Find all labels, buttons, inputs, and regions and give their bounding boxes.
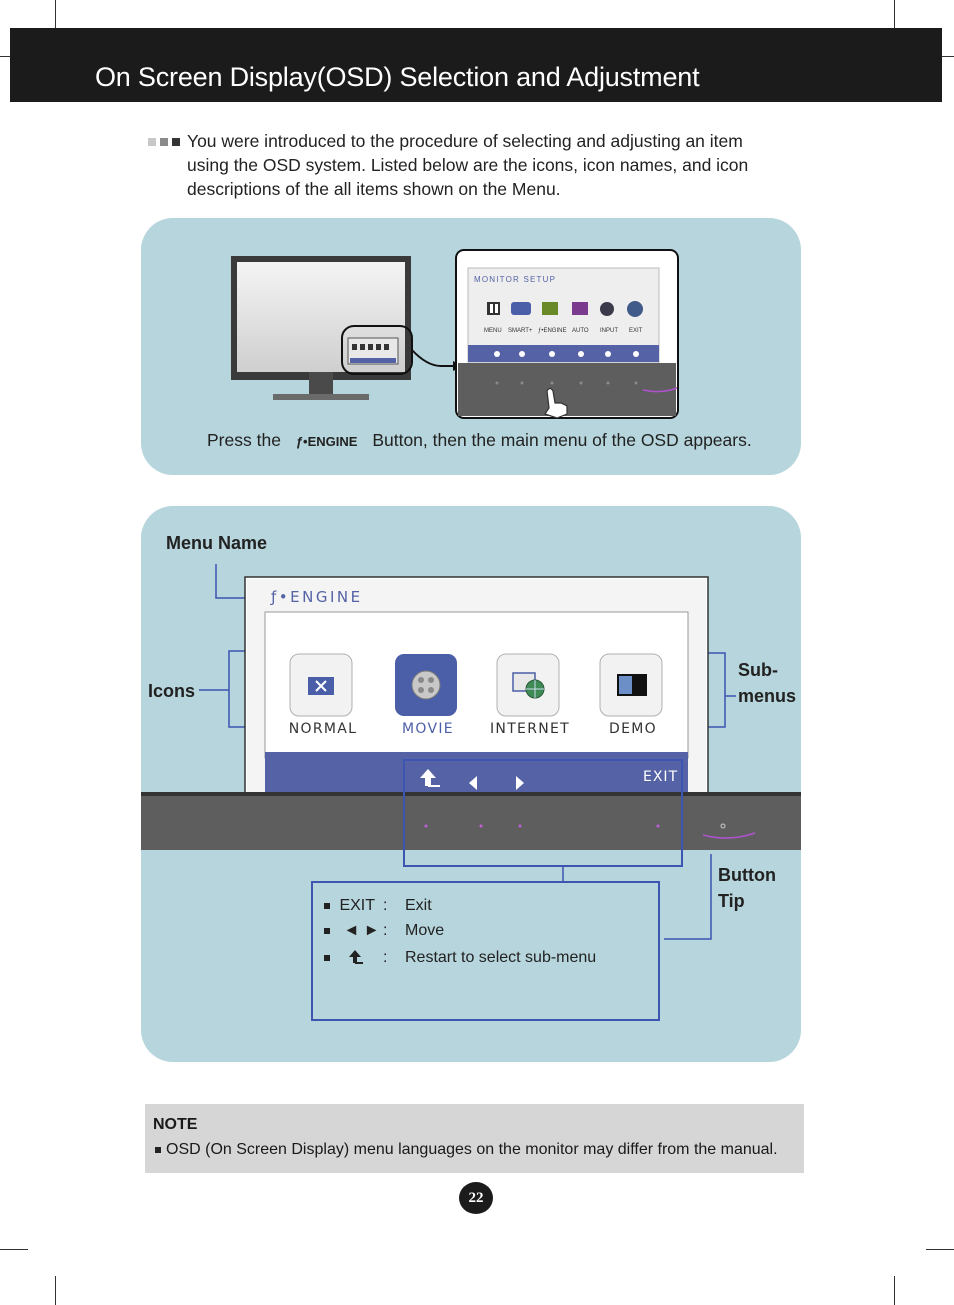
menu-name-label: Menu Name: [166, 533, 268, 553]
press-instruction: Press the ƒ•ENGINE Button, then the main…: [207, 430, 752, 451]
osd-menu-item-label: MENU: [484, 328, 502, 334]
submenu-label-internet[interactable]: INTERNET: [490, 721, 570, 737]
osd-menu-illustration: [141, 564, 801, 940]
tip-key-move: ◄ ►: [343, 922, 380, 939]
normal-icon[interactable]: [290, 654, 352, 716]
move-left-icon[interactable]: [463, 768, 483, 788]
tip-desc-move: Move: [405, 922, 445, 939]
note-box: [145, 1104, 804, 1173]
intro-text: You were introduced to the procedure of …: [187, 131, 749, 199]
tip-row-restart: : Restart to select sub-menu: [324, 949, 596, 967]
tip-separator: :: [383, 949, 388, 966]
move-right-icon[interactable]: [508, 768, 528, 788]
icons-label: Icons: [148, 681, 196, 701]
press-before-text: Press the: [207, 430, 281, 450]
submenu-label-movie[interactable]: MOVIE: [402, 721, 454, 737]
movie-icon[interactable]: [395, 654, 457, 716]
tip-row-move: ◄ ► : Move: [324, 922, 444, 940]
button-tip-label: Button Tip: [718, 865, 776, 911]
tip-desc-exit: Exit: [405, 897, 432, 914]
osd-title-small: MONITOR SETUP: [474, 275, 557, 284]
tip-separator: :: [383, 897, 388, 914]
internet-icon[interactable]: [497, 654, 559, 716]
note-text: OSD (On Screen Display) menu languages o…: [155, 1141, 778, 1159]
osd-menu-item-label: AUTO: [572, 328, 589, 334]
submenu-label-demo[interactable]: DEMO: [609, 721, 657, 737]
submenu-label-normal[interactable]: NORMAL: [288, 721, 358, 737]
bullet-squares-icon: [148, 138, 184, 148]
tip-separator: :: [383, 922, 388, 939]
osd-menu-item-label: SMART+: [508, 328, 533, 334]
demo-icon[interactable]: [600, 654, 662, 716]
return-arrow-icon: [349, 950, 363, 964]
header-bar: [10, 28, 942, 102]
page-title: On Screen Display(OSD) Selection and Adj…: [95, 62, 700, 92]
submenus-label: Sub- menus: [738, 660, 797, 706]
tip-desc-restart: Restart to select sub-menu: [405, 949, 597, 966]
osd-menu-item-label: INPUT: [600, 328, 618, 334]
monitor-illustration: [231, 249, 679, 419]
note-title: NOTE: [153, 1116, 198, 1133]
page-number: 22: [459, 1182, 493, 1214]
note-text-content: OSD (On Screen Display) menu languages o…: [166, 1141, 778, 1158]
tip-key-exit: EXIT: [339, 897, 376, 914]
osd-menu-item-label: EXIT: [629, 328, 643, 334]
osd-title-engine: ƒ•ENGINE: [271, 588, 363, 606]
tip-row-exit: EXIT : Exit: [324, 897, 432, 915]
osd-menu-item-label: ƒ•ENGINE: [538, 328, 567, 334]
press-after-text: Button, then the main menu of the OSD ap…: [372, 430, 752, 450]
button-tip-box: [311, 881, 660, 1021]
engine-button-label: ƒ•ENGINE: [295, 434, 358, 449]
return-arrow-icon[interactable]: [416, 764, 440, 790]
osd-exit-button[interactable]: EXIT: [643, 769, 679, 785]
